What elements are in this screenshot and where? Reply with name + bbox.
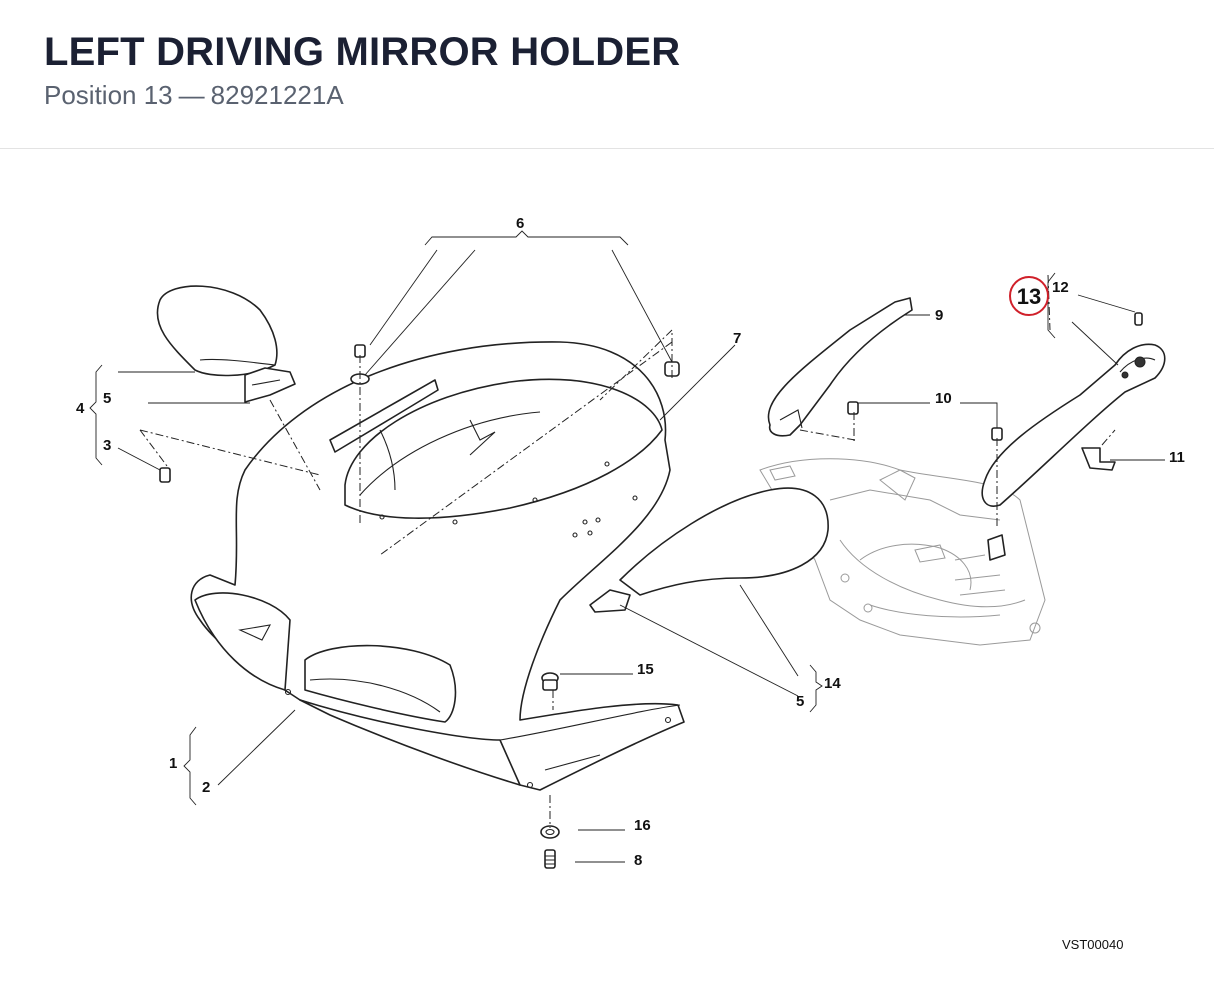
right-mirror (589, 487, 829, 613)
assembly-lines (139, 274, 1116, 828)
exploded-parts-diagram: 6 7 4 5 3 9 10 11 12 13 15 14 5 1 2 16 8 (76, 215, 1185, 869)
callout-13: 13 (1017, 284, 1041, 309)
callout-5-right: 5 (796, 693, 804, 710)
separator: — (178, 80, 205, 110)
callout-10: 10 (935, 390, 952, 407)
position-label: Position 13 (44, 80, 173, 110)
leader-lines (89, 230, 1165, 863)
fairing-frame-ghost (759, 458, 1046, 646)
callout-14: 14 (824, 675, 841, 692)
callout-2: 2 (202, 779, 210, 796)
left-mirror-holder-pos13 (981, 343, 1166, 561)
callout-11: 11 (1169, 449, 1185, 466)
page-subtitle: Position 13—82921221A (44, 80, 344, 111)
page-title: LEFT DRIVING MIRROR HOLDER (44, 30, 681, 74)
callout-16: 16 (634, 817, 651, 834)
right-mirror-holder (767, 297, 913, 437)
left-mirror (156, 285, 296, 403)
callout-1: 1 (169, 755, 177, 772)
callout-6: 6 (516, 215, 524, 232)
callout-labels: 6 7 4 5 3 9 10 11 12 13 15 14 5 1 2 16 8 (76, 215, 1185, 869)
callout-3: 3 (103, 437, 111, 454)
part-number: 82921221A (210, 80, 344, 110)
callout-7: 7 (733, 330, 741, 347)
drawing-code: VST00040 (1062, 937, 1124, 952)
highlight-circle (1009, 276, 1049, 316)
front-fairing (190, 341, 685, 791)
callout-4: 4 (76, 400, 85, 417)
callout-12: 12 (1052, 279, 1069, 296)
callout-15: 15 (637, 661, 654, 678)
callout-5-left: 5 (103, 390, 111, 407)
callout-9: 9 (935, 307, 943, 324)
callout-8: 8 (634, 852, 642, 869)
fasteners (159, 312, 1143, 869)
header: LEFT DRIVING MIRROR HOLDER Position 13—8… (0, 0, 1214, 149)
